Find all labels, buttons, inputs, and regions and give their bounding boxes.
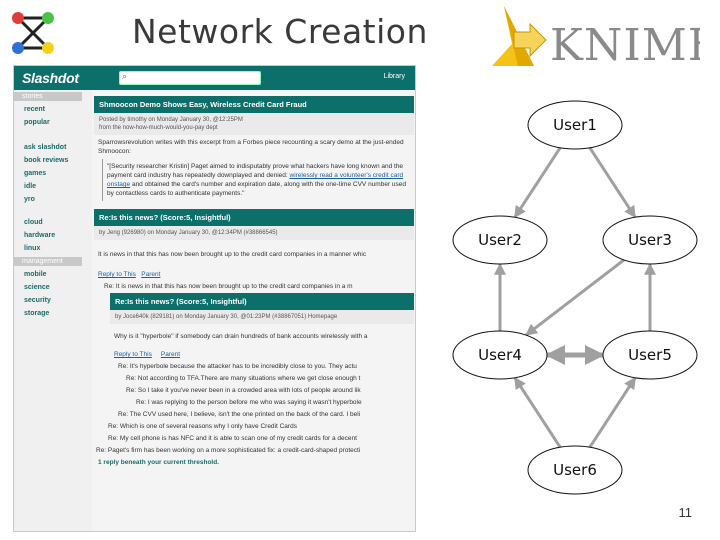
comment-meta: by Joce640k (829181) on Monday January 3… [110, 310, 414, 324]
edge-user1-user2 [513, 146, 562, 219]
slashdot-logo: Slashdot [22, 70, 79, 86]
node-user1[interactable]: User1 [527, 100, 623, 150]
svg-text:KNIME: KNIME [550, 20, 700, 70]
sidebar-item[interactable]: popular [24, 119, 50, 126]
story-quote-part2: and obtained the card's number and expir… [107, 181, 407, 197]
story-quote: "[Security researcher Kristin] Paget aim… [102, 159, 414, 201]
reply-row[interactable]: Re: I was replying to the person before … [136, 399, 362, 406]
story-dept: from the now-how-much-would-you-pay dept [99, 125, 218, 131]
story-body: Sparrowsrevolution writes with this exce… [98, 139, 404, 155]
sidebar-item[interactable]: cloud [24, 219, 43, 226]
parent-link[interactable]: Parent [160, 351, 181, 358]
comment-body: It is news in that this has now been bro… [98, 251, 367, 258]
node-user6[interactable]: User6 [527, 445, 623, 495]
reply-list: Re: It's hyperbole because the attacker … [96, 361, 414, 457]
node-ellipse [527, 445, 623, 495]
sidebar-section: management [14, 257, 82, 266]
node-ellipse [452, 215, 548, 265]
sidebar-item[interactable]: science [24, 284, 50, 291]
node-user4[interactable]: User4 [452, 330, 548, 380]
node-ellipse [527, 100, 623, 150]
node-label: User4 [478, 346, 522, 364]
reply-link[interactable]: Reply to This [98, 271, 136, 278]
search-icon: ⌕ [122, 71, 128, 81]
parent-link[interactable]: Parent [141, 271, 161, 278]
story-meta: Posted by timothy on Monday January 30, … [94, 113, 414, 135]
threshold-note[interactable]: 1 reply beneath your current threshold. [98, 459, 219, 466]
comment-meta: by Jeng (926980) on Monday January 30, @… [94, 226, 414, 240]
library-link[interactable]: Library [383, 73, 405, 80]
edge-user3-user4 [525, 258, 625, 337]
graph-edges [494, 146, 656, 449]
sidebar-item[interactable]: recent [24, 106, 46, 113]
page-number: 11 [678, 505, 693, 520]
edge-user6-user4 [513, 376, 562, 449]
reply-row[interactable]: Re: So I take it you've never been in a … [126, 387, 361, 394]
node-user2[interactable]: User2 [452, 215, 548, 265]
slashdot-main: Shmoocon Demo Shows Easy, Wireless Credi… [94, 96, 414, 526]
node-ellipse [602, 215, 698, 265]
sidebar-section: stories [14, 92, 82, 101]
slashdot-header: Slashdot ⌕ Library [14, 66, 415, 90]
node-label: User1 [553, 116, 597, 134]
story-quote-part1: "[Security researcher Kristin] Paget aim… [107, 163, 404, 179]
sidebar-item[interactable]: linux [24, 245, 41, 252]
story-posted-by: Posted by timothy on Monday January 30, … [99, 117, 243, 123]
sidebar-item[interactable]: book reviews [24, 157, 69, 164]
node-user3[interactable]: User3 [602, 215, 698, 265]
comment-actions: Reply to This Parent [110, 349, 414, 361]
reply-row[interactable]: Re: My cell phone is has NFC and it is a… [108, 435, 357, 442]
node-ellipse [452, 330, 548, 380]
comment-title[interactable]: Re:Is this news? (Score:5, Insightful) [110, 293, 414, 310]
knime-logo: KNIME [492, 6, 700, 70]
reply-link[interactable]: Reply to This [114, 351, 152, 358]
sidebar-item[interactable]: idle [24, 183, 37, 190]
node-label: User3 [628, 231, 672, 249]
reply-row[interactable]: Re: Paget's firm has been working on a m… [96, 447, 361, 454]
reply-row[interactable]: Re: Which is one of several reasons why … [108, 423, 297, 430]
edge-user6-user5 [588, 376, 637, 449]
reply-row[interactable]: Re: It is news in that this has now been… [104, 283, 353, 290]
story-quote-link[interactable]: wirelessly read a volunteer's credit car… [107, 172, 404, 188]
sidebar-item[interactable]: ask slashdot [24, 144, 67, 151]
sidebar-item[interactable]: yro [24, 196, 35, 203]
sidebar-item[interactable]: mobile [24, 271, 47, 278]
sidebar-item[interactable]: hardware [24, 232, 56, 239]
edge-user1-user3 [588, 146, 637, 219]
sidebar-item[interactable]: games [24, 170, 47, 177]
slashdot-sidebar: stories recent popular ask slashdot book rev… [14, 90, 92, 531]
node-label: User5 [628, 346, 672, 364]
reply-row[interactable]: Re: The CVV used here, I believe, isn't … [118, 411, 361, 418]
slashdot-screenshot: Slashdot ⌕ Library stories recent popular a… [13, 65, 416, 532]
node-user5[interactable]: User5 [602, 330, 698, 380]
reply-row[interactable]: Re: It's hyperbole because the attacker … [118, 363, 357, 370]
network-logo-icon [12, 12, 54, 54]
sidebar-item[interactable]: storage [24, 310, 50, 317]
node-label: User6 [553, 461, 597, 479]
node-label: User2 [478, 231, 522, 249]
node-ellipse [602, 330, 698, 380]
reply-row[interactable]: Re: Not according to TFA.There are many … [126, 375, 361, 382]
comment-body: Why is it "hyperbole" if somebody can dr… [114, 333, 368, 340]
comment-title[interactable]: Re:Is this news? (Score:5, Insightful) [94, 209, 414, 226]
sidebar-item[interactable]: security [24, 297, 51, 304]
comment-actions: Reply to This Parent [94, 269, 414, 281]
slide-title: Network Creation [132, 12, 428, 51]
slashdot-search-input[interactable]: ⌕ [119, 71, 261, 85]
story-title[interactable]: Shmoocon Demo Shows Easy, Wireless Credi… [94, 96, 414, 113]
